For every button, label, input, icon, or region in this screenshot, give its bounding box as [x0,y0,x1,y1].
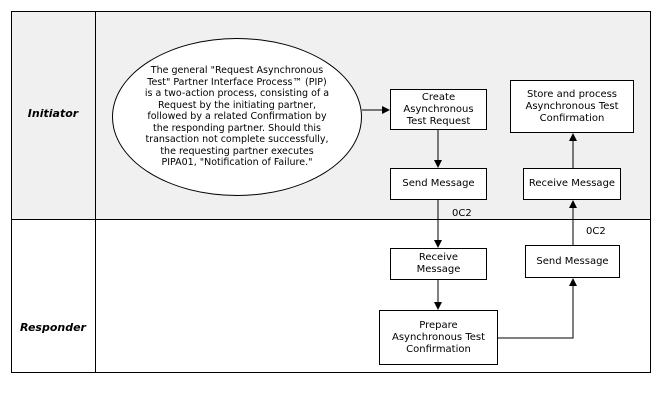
create-request-box: Create Asynchronous Test Request [390,89,487,130]
pip-description-note: The general "Request Asynchronous Test" … [112,38,362,196]
send-message-responder-box: Send Message [525,245,620,278]
initiator-lane-label: Initiator [27,107,79,120]
responder-lane-label: Responder [20,321,86,334]
arrow-prepare-to-send [498,278,577,339]
responder-lane [11,219,651,373]
prepare-confirmation-box: Prepare Asynchronous Test Confirmation [379,310,498,365]
store-process-confirmation-box: Store and process Asynchronous Test Conf… [510,80,634,133]
confirmation-message-code: 0C2 [586,226,606,237]
receive-message-initiator-box: Receive Message [523,168,621,200]
receive-message-responder-box: Receive Message [390,248,487,280]
lane-label-divider [95,11,96,373]
request-message-code: 0C2 [452,208,472,219]
send-message-initiator-box: Send Message [390,168,487,200]
